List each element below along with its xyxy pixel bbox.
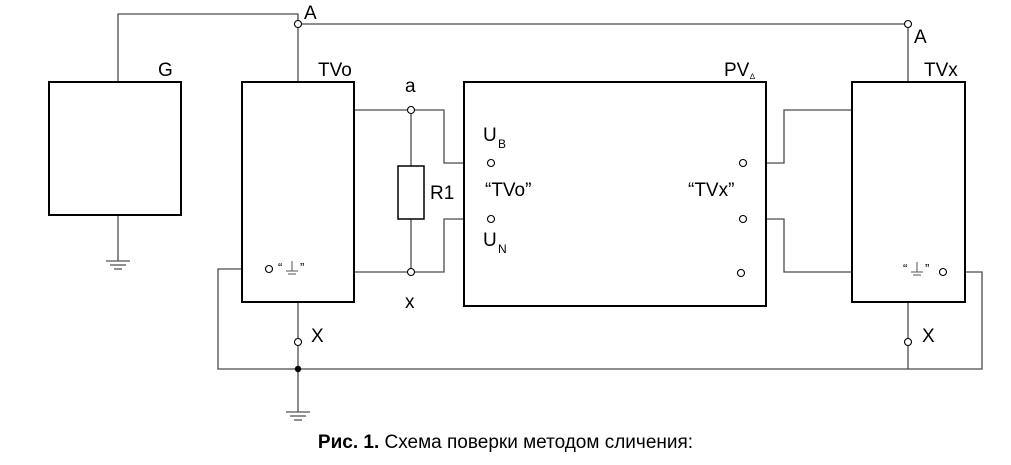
resistor-r1 <box>397 165 425 220</box>
wire-ground-bus <box>217 268 983 370</box>
terminals <box>264 19 948 373</box>
generator-box <box>48 81 182 216</box>
label-input-tvo: “TVo” <box>485 180 531 201</box>
label-tv-tested: TVx <box>924 60 958 81</box>
terminal-x-right <box>903 337 913 347</box>
label-ground-tvo-close-quote: ” <box>300 260 304 275</box>
label-node-x-upper-right: X <box>922 326 935 347</box>
label-node-x-upper-left: X <box>311 326 324 347</box>
label-comparator-subscript: ∆ <box>750 72 755 81</box>
terminal-un <box>486 214 496 224</box>
ground-glyph-tvx <box>911 262 923 276</box>
caption-text: Схема поверки методом сличения: <box>379 432 694 453</box>
label-input-tvx: “TVx” <box>688 180 734 201</box>
label-tv-reference: TVo <box>318 60 352 81</box>
ground-glyph-tvo <box>286 261 298 275</box>
terminal-tvx-upper <box>738 158 748 168</box>
label-input-ub: U <box>483 125 497 146</box>
terminal-a <box>406 105 416 115</box>
label-ground-tvx-close-quote: ” <box>925 261 929 276</box>
label-ground-tvx-open-quote: “ <box>903 261 907 276</box>
label-ground-tvo-open-quote: “ <box>278 260 282 275</box>
label-resistor: R1 <box>430 183 454 204</box>
caption-number: Рис. 1. <box>317 432 380 453</box>
tvx-box <box>851 81 966 303</box>
label-input-un-subscript: N <box>498 242 507 256</box>
junction-dot-ground <box>294 365 302 373</box>
circuit-diagram: A A G TVo TVx PV ∆ a x X X R1 U B U N “T… <box>48 3 983 421</box>
label-generator: G <box>158 60 173 81</box>
terminal-ground-tvo <box>264 264 274 274</box>
comparator-box <box>463 81 767 307</box>
label-node-x-lower: x <box>405 292 415 313</box>
terminal-spare <box>736 268 746 278</box>
label-input-ub-subscript: B <box>498 137 506 151</box>
terminal-ground-tvx <box>938 267 948 277</box>
figure-caption: Рис. 1. Схема поверки методом сличения: <box>0 432 1011 454</box>
terminal-tvx-lower <box>738 214 748 224</box>
tvo-box <box>241 81 355 303</box>
terminal-ub <box>486 158 496 168</box>
terminal-node-a-left <box>293 19 303 29</box>
terminal-x-left <box>293 337 303 347</box>
label-comparator: PV <box>724 60 750 81</box>
terminal-node-a-right <box>903 19 913 29</box>
ground-symbol-main <box>286 411 310 421</box>
wires <box>117 13 983 412</box>
wire-generator-to-node-a <box>117 13 299 82</box>
label-node-a-upper-right: A <box>914 27 927 48</box>
terminal-x <box>406 267 416 277</box>
label-node-a-lower: a <box>405 76 416 97</box>
ground-symbol-generator <box>106 260 130 270</box>
label-input-un: U <box>483 230 497 251</box>
label-node-a-upper-left: A <box>304 3 317 24</box>
